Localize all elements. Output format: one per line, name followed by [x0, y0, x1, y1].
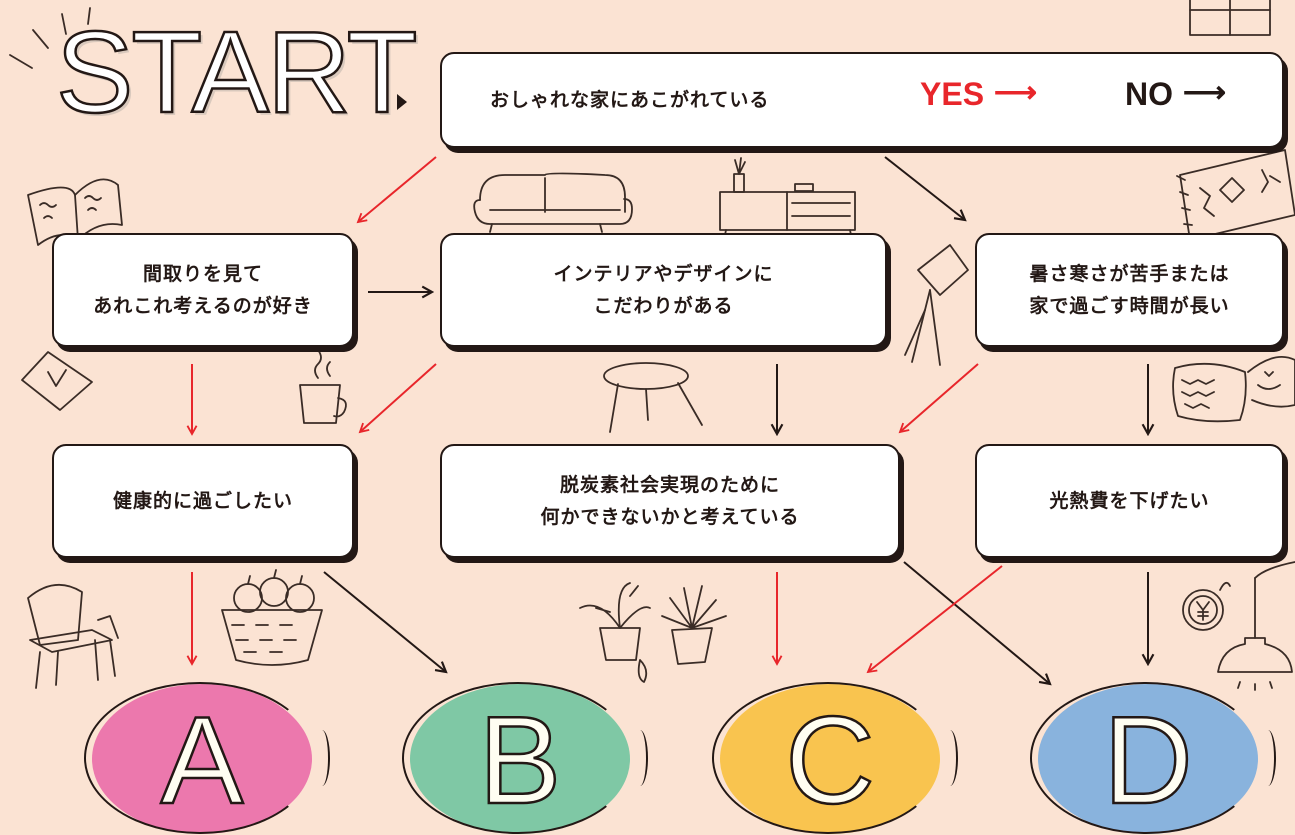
result-b-tick: [632, 730, 648, 786]
result-c-letter: C: [784, 692, 876, 830]
pillow-icon: [1172, 356, 1295, 423]
house-icon: [21, 351, 93, 411]
plants-icon: [579, 582, 727, 683]
result-b-letter: B: [477, 692, 562, 830]
side-table-icon: [603, 362, 703, 433]
question-decarbon-box: 脱炭素社会実現のために 何かできないかと考えている: [440, 444, 900, 558]
question-health-text: 健康的に過ごしたい: [112, 490, 293, 512]
result-a: A: [84, 682, 330, 834]
result-b: B: [402, 682, 648, 834]
armchair-icon: [27, 583, 119, 689]
floor-lamp-icon: [904, 244, 969, 366]
legend-no-label: NO: [1125, 76, 1173, 112]
result-c-outline: [712, 682, 944, 834]
result-a-outline: [84, 682, 316, 834]
result-d-tick: [1260, 730, 1276, 786]
legend-no-arrow-icon: ⟶: [1183, 76, 1227, 109]
legend-yes-label: YES: [920, 76, 985, 112]
yen-coin-icon: [1182, 581, 1231, 631]
sparkle-icon: [9, 7, 91, 69]
result-b-outline: [402, 682, 634, 834]
question-start-text: おしゃれな家にあこがれている: [490, 89, 770, 111]
result-a-letter: A: [159, 692, 244, 830]
question-madori-text: 間取りを見て あれこれ考えるのが好き: [93, 263, 313, 317]
legend-yes: YES ⟶: [920, 76, 1037, 113]
start-pointer-icon: [397, 94, 407, 110]
rug-icon: [1176, 149, 1295, 241]
start-title: START: [55, 7, 419, 137]
result-d-outline: [1030, 682, 1262, 834]
question-temperature-text: 暑さ寒さが苦手または 家で過ごす時間が長い: [1029, 263, 1230, 317]
sofa-icon: [473, 172, 633, 233]
fruit-basket-icon: [221, 569, 323, 666]
question-start-box: おしゃれな家にあこがれている YES ⟶ NO ⟶: [440, 52, 1284, 148]
question-madori-box: 間取りを見て あれこれ考えるのが好き: [52, 233, 354, 347]
window-icon: [1189, 0, 1271, 36]
mug-icon: [299, 349, 347, 424]
question-energy-cost-box: 光熱費を下げたい: [975, 444, 1284, 558]
question-health-box: 健康的に過ごしたい: [52, 444, 354, 558]
legend-yes-arrow-icon: ⟶: [994, 76, 1038, 109]
result-c: C: [712, 682, 958, 834]
result-d: D: [1030, 682, 1276, 834]
pendant-lamp-icon: [1217, 561, 1295, 691]
question-interior-text: インテリアやデザインに こだわりがある: [553, 263, 774, 317]
result-c-tick: [942, 730, 958, 786]
result-d-letter: D: [1102, 692, 1194, 830]
question-interior-box: インテリアやデザインに こだわりがある: [440, 233, 887, 347]
question-temperature-box: 暑さ寒さが苦手または 家で過ごす時間が長い: [975, 233, 1284, 347]
sideboard-icon: [719, 157, 856, 241]
result-a-tick: [314, 730, 330, 786]
question-decarbon-text: 脱炭素社会実現のために 何かできないかと考えている: [540, 474, 800, 528]
legend-no: NO ⟶: [1125, 76, 1226, 113]
question-energy-cost-text: 光熱費を下げたい: [1049, 490, 1210, 512]
